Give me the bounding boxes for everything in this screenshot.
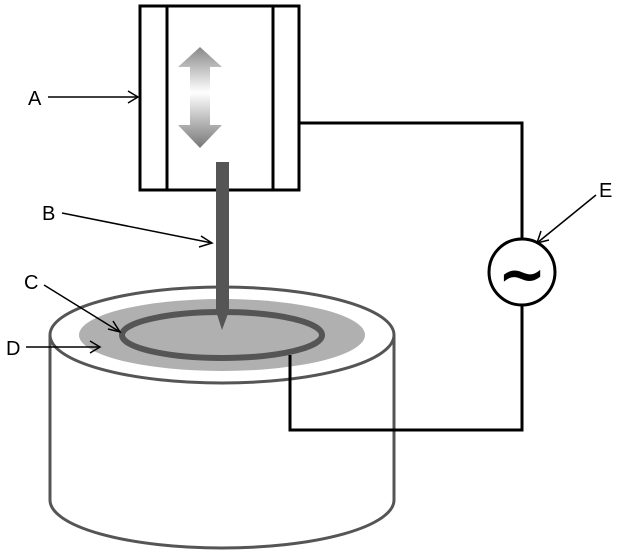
positioning-stage (138, 4, 301, 192)
label-b: B (42, 203, 55, 225)
label-a: A (28, 88, 42, 110)
label-e: E (599, 180, 612, 202)
pointer-c (43, 284, 122, 334)
double-arrow-vertical-icon (178, 47, 222, 148)
label-c: C (24, 272, 38, 294)
ac-source-icon: ~ (487, 237, 557, 308)
pointer-arrows (26, 90, 597, 354)
vessel-body (48, 335, 396, 550)
ac-source-symbol: ~ (498, 240, 547, 308)
wire-bottom (288, 300, 524, 432)
labels: A B C D E (6, 88, 612, 360)
label-d: D (6, 338, 20, 360)
needle-electrode (216, 162, 229, 330)
pointer-b (61, 212, 214, 248)
pointer-d (26, 340, 102, 354)
pointer-e (535, 194, 597, 245)
pointer-a (48, 90, 140, 104)
